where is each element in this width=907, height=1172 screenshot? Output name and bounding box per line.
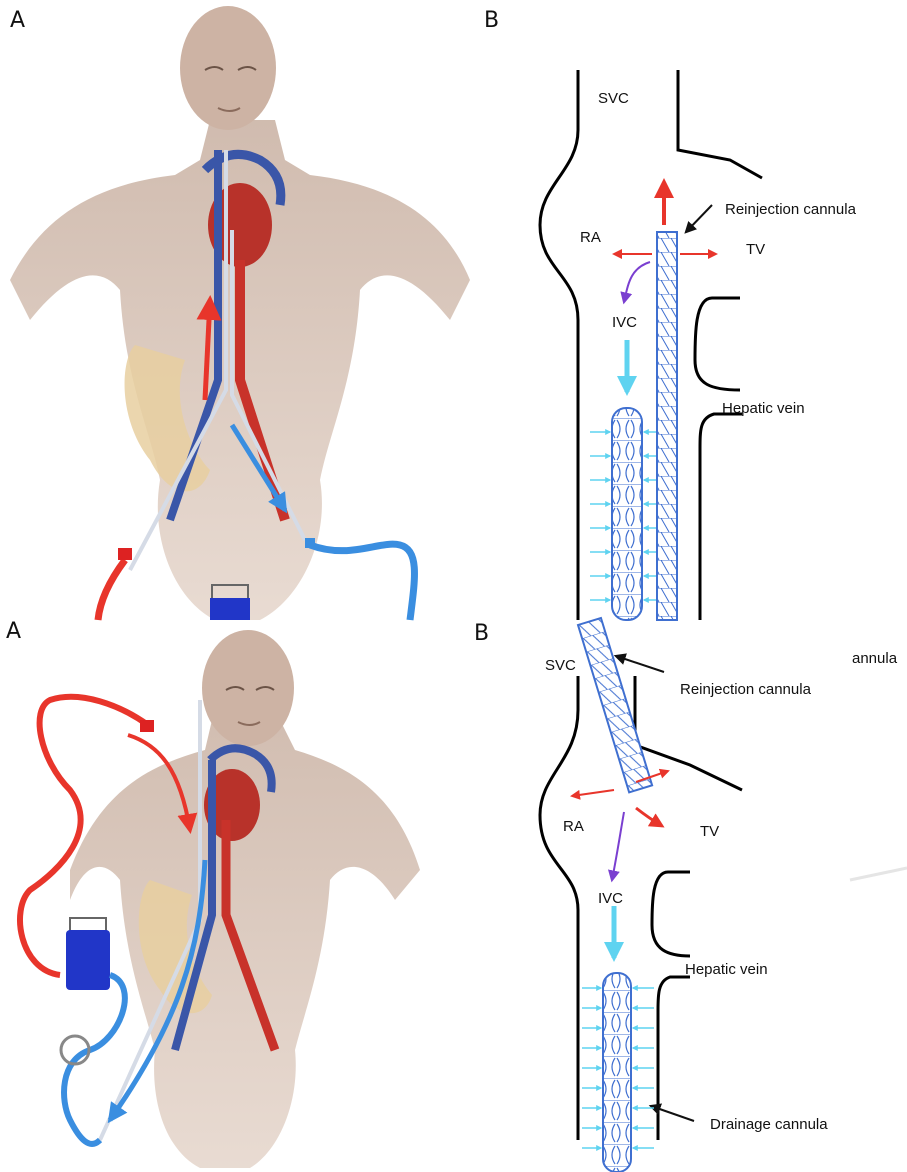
panel-letter-top-right: B [484, 8, 499, 33]
label-svc-bottom: SVC [545, 657, 576, 674]
label-ra: RA [580, 229, 601, 246]
label-drainage-cannula: Drainage cannula [710, 1116, 828, 1133]
bottom-body-illustration [20, 630, 420, 1168]
panel-letter-top-left: A [10, 8, 25, 33]
label-ivc-bottom: IVC [598, 890, 623, 907]
label-reinjection-cannula-bottom: Reinjection cannula [680, 681, 812, 698]
panel-letter-bottom-left: A [6, 619, 21, 644]
label-hepatic-vein-bottom: Hepatic vein [685, 961, 768, 978]
label-reinjection-cannula: Reinjection cannula [725, 201, 857, 218]
panel-letter-bottom-right: B [474, 621, 489, 646]
label-hepatic-vein: Hepatic vein [722, 400, 805, 417]
label-tv: TV [746, 241, 765, 258]
label-svc: SVC [598, 90, 629, 107]
label-overlay-fragment: annula [852, 650, 898, 667]
bottom-schematic: SVC RA TV IVC Reinjection cannula Hepati… [540, 618, 907, 1172]
top-body-illustration [10, 6, 470, 620]
top-schematic: SVC RA TV IVC Reinjection cannula Hepati… [540, 70, 857, 620]
label-ivc: IVC [612, 314, 637, 331]
label-ra-bottom: RA [563, 818, 584, 835]
label-tv-bottom: TV [700, 823, 719, 840]
